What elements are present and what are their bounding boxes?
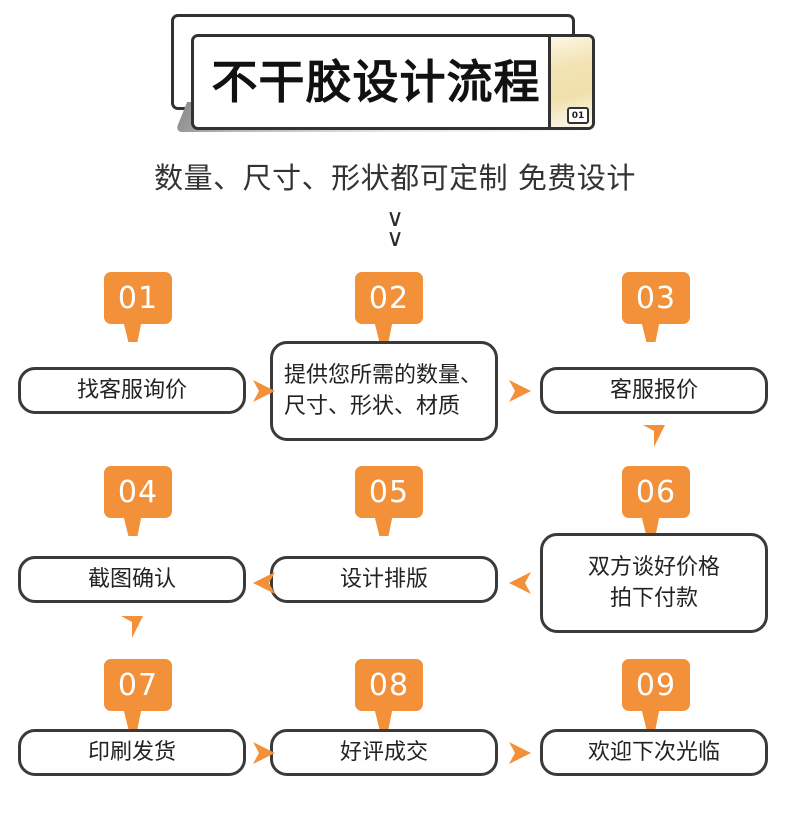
step-badge-label-04: 04: [117, 474, 159, 510]
step-box-02[interactable]: 提供您所需的数量、 尺寸、形状、材质: [270, 341, 498, 441]
step-badge-label-08: 08: [368, 667, 410, 703]
step-badge-label-02: 02: [368, 280, 410, 316]
step-badge-label-01: 01: [117, 280, 159, 316]
step-box-09[interactable]: 欢迎下次光临: [540, 729, 768, 776]
arrow-right-icon-02-03: [505, 376, 535, 406]
arrow-down-icon-04-07: [117, 612, 147, 642]
step-badge-label-05: 05: [368, 474, 410, 510]
step-text-02-line-1: 提供您所需的数量、: [284, 362, 483, 388]
step-badge-08: 08: [355, 659, 423, 711]
chevron-down-icon-1: ∨: [386, 204, 404, 232]
step-text-06-line-1: 双方谈好价格: [587, 554, 720, 580]
arrow-right-icon-01-02: [249, 376, 279, 406]
step-box-08[interactable]: 好评成交: [270, 729, 498, 776]
step-badge-06: 06: [622, 466, 690, 518]
step-badge-label-03: 03: [635, 280, 677, 316]
step-text-05-line-1: 设计排版: [339, 566, 428, 592]
page-title: 不干胶设计流程: [211, 55, 541, 109]
arrow-right-icon-07-08: [249, 738, 279, 768]
step-box-06[interactable]: 双方谈好价格 拍下付款: [540, 533, 768, 633]
step-badge-label-07: 07: [117, 667, 159, 703]
step-box-01[interactable]: 找客服询价: [18, 367, 246, 414]
subtitle: 数量、尺寸、形状都可定制 免费设计: [154, 161, 636, 195]
banner-corner-badge: 01: [567, 107, 589, 124]
step-text-07-line-1: 印刷发货: [87, 739, 176, 765]
step-badge-label-09: 09: [635, 667, 677, 703]
step-badge-07: 07: [104, 659, 172, 711]
step-text-04-line-1: 截图确认: [87, 566, 176, 592]
step-text-06-line-2: 拍下付款: [609, 586, 698, 611]
chevron-down-icon: ∨ ∨: [0, 204, 790, 252]
arrow-right-icon-08-09: [505, 738, 535, 768]
arrow-down-icon-03-06: [639, 421, 669, 451]
step-text-03-line-1: 客服报价: [609, 377, 698, 403]
step-text-01-line-1: 找客服询价: [76, 377, 187, 403]
step-text-08-line-1: 好评成交: [339, 739, 428, 765]
banner-front-layer: 不干胶设计流程 01: [191, 34, 595, 130]
header-banner: 不干胶设计流程 01: [171, 14, 595, 136]
step-box-04[interactable]: 截图确认: [18, 556, 246, 603]
step-badge-05: 05: [355, 466, 423, 518]
step-badge-04: 04: [104, 466, 172, 518]
arrow-left-icon-05-04: [249, 568, 279, 598]
step-badge-09: 09: [622, 659, 690, 711]
step-text-09-line-1: 欢迎下次光临: [587, 739, 720, 765]
chevron-down-icon-2: ∨: [386, 224, 404, 252]
step-box-07[interactable]: 印刷发货: [18, 729, 246, 776]
step-box-03[interactable]: 客服报价: [540, 367, 768, 414]
step-box-05[interactable]: 设计排版: [270, 556, 498, 603]
step-badge-03: 03: [622, 272, 690, 324]
step-badge-label-06: 06: [635, 474, 677, 510]
step-badge-01: 01: [104, 272, 172, 324]
arrow-left-icon-06-05: [505, 568, 535, 598]
step-badge-02: 02: [355, 272, 423, 324]
step-text-02-line-2: 尺寸、形状、材质: [284, 394, 461, 419]
